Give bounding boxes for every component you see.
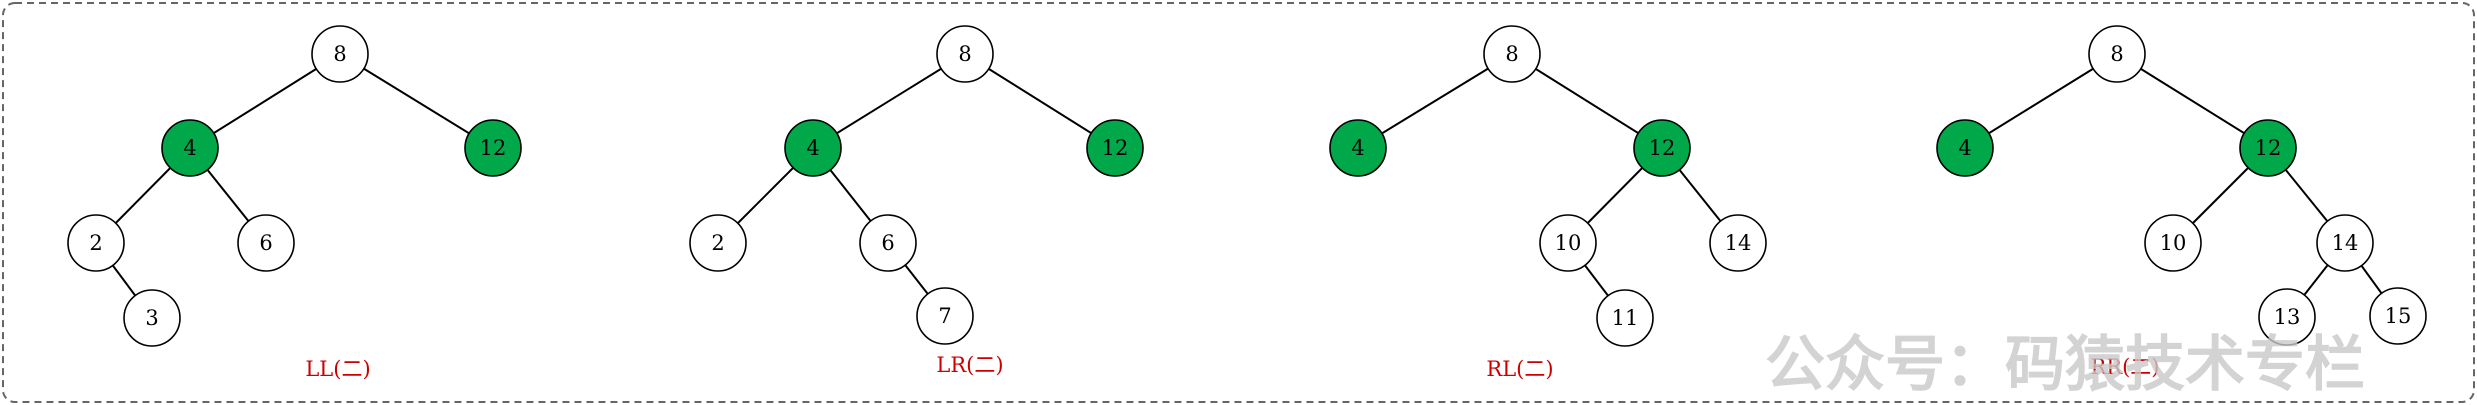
tree-node-label: 10 xyxy=(2160,231,2187,255)
tree-edge xyxy=(812,53,966,149)
tree-node-label: 7 xyxy=(938,304,951,328)
tree-node-circle xyxy=(1086,119,1144,177)
tree-node-circle xyxy=(1329,119,1387,177)
tree-LR(二): 8 4 12 2 6 7LR(二) xyxy=(689,25,1144,377)
tree-node-circle xyxy=(1539,214,1597,272)
tree-node-label: 2 xyxy=(89,231,102,255)
tree-caption: LL(二) xyxy=(305,357,370,381)
tree-caption: RL(二) xyxy=(1486,357,1553,381)
tree-node-label: 12 xyxy=(480,136,507,160)
tree-node-circle xyxy=(2144,214,2202,272)
tree-caption: LR(二) xyxy=(936,353,1003,377)
tree-node-circle xyxy=(689,214,747,272)
tree-node-circle xyxy=(1596,289,1654,347)
tree-edge xyxy=(964,53,1116,149)
tree-node-label: 11 xyxy=(1612,306,1639,330)
tree-node-circle xyxy=(123,289,181,347)
tree-node-label: 6 xyxy=(259,231,272,255)
tree-node-circle xyxy=(784,119,842,177)
tree-node-label: 12 xyxy=(2255,136,2282,160)
tree-node-circle xyxy=(161,119,219,177)
tree-node-label: 4 xyxy=(1351,136,1364,160)
tree-node-label: 14 xyxy=(2332,231,2359,255)
tree-node-label: 12 xyxy=(1102,136,1129,160)
tree-node-label: 4 xyxy=(806,136,819,160)
tree-edge xyxy=(339,53,494,149)
tree-node-label: 4 xyxy=(1958,136,1971,160)
tree-node-circle xyxy=(2239,119,2297,177)
tree-node-circle xyxy=(2258,288,2316,346)
tree-node-circle xyxy=(67,214,125,272)
tree-edge xyxy=(1511,53,1663,149)
tree-node-circle xyxy=(916,287,974,345)
tree-LL(二): 8 4 12 2 6 3LL(二) xyxy=(67,25,522,381)
tree-node-label: 14 xyxy=(1725,231,1752,255)
tree-node-circle xyxy=(464,119,522,177)
tree-node-label: 6 xyxy=(881,231,894,255)
tree-edge xyxy=(189,53,341,149)
tree-node-label: 8 xyxy=(1505,42,1518,66)
tree-node-label: 4 xyxy=(183,136,196,160)
tree-node-circle xyxy=(1936,119,1994,177)
tree-node-label: 12 xyxy=(1649,136,1676,160)
tree-node-label: 10 xyxy=(1555,231,1582,255)
tree-node-circle xyxy=(2369,287,2427,345)
tree-edge xyxy=(1964,53,2118,149)
tree-node-label: 8 xyxy=(2110,42,2123,66)
tree-node-circle xyxy=(936,25,994,83)
tree-node-label: 8 xyxy=(333,42,346,66)
tree-node-circle xyxy=(1633,119,1691,177)
tree-node-circle xyxy=(859,214,917,272)
tree-node-circle xyxy=(237,214,295,272)
tree-node-circle xyxy=(1709,214,1767,272)
watermark: 公众号：码猿技术专栏 xyxy=(1765,330,2365,400)
tree-node-circle xyxy=(1483,25,1541,83)
tree-node-label: 3 xyxy=(145,306,158,330)
tree-node-circle xyxy=(311,25,369,83)
tree-node-circle xyxy=(2316,214,2374,272)
tree-edge xyxy=(2116,53,2269,149)
tree-node-label: 15 xyxy=(2385,304,2412,328)
tree-caption: RR(二) xyxy=(2090,355,2159,379)
tree-node-label: 13 xyxy=(2274,305,2301,329)
tree-node-label: 8 xyxy=(958,42,971,66)
tree-node-label: 2 xyxy=(711,231,724,255)
tree-node-circle xyxy=(2088,25,2146,83)
tree-edge xyxy=(1357,53,1513,149)
